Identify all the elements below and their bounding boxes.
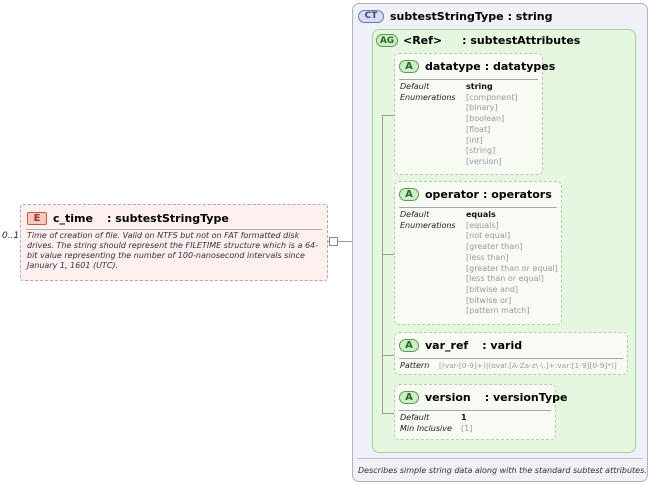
property-key: Default: [400, 210, 430, 219]
complex-type-documentation: Describes simple string data along with …: [358, 466, 647, 475]
complex-type-separator: [357, 458, 643, 459]
tree-branch-line: [382, 355, 394, 356]
attribute-property-keys: Default Min Inclusive: [400, 413, 452, 434]
enumeration-value: [binary]: [466, 103, 498, 113]
attribute-badge-icon: A: [399, 59, 419, 73]
attribute-name: operator: [425, 187, 479, 201]
property-key: Pattern: [400, 361, 430, 370]
enumeration-value: [greater than or equal]: [466, 263, 558, 273]
attribute-version-box[interactable]: A version : versionType Default Min Incl…: [394, 384, 567, 440]
tree-branch-line: [382, 413, 394, 414]
attribute-property-values: string [component] [binary] [boolean] [f…: [466, 82, 518, 168]
enumeration-value: [bitwise or]: [466, 295, 512, 305]
attribute-type: : varid: [482, 338, 523, 352]
element-doc-line: Time of creation of file. Valid on NTFS …: [27, 231, 300, 240]
attribute-header: A operator : operators: [399, 185, 552, 203]
attribute-name: datatype: [425, 59, 481, 73]
enumeration-value: [float]: [466, 124, 491, 134]
attribute-header: A datatype : datatypes: [399, 57, 555, 75]
attribute-group-header: AG <Ref> : subtestAttributes: [376, 33, 580, 48]
enumeration-value: [version]: [466, 156, 502, 166]
attribute-separator: [399, 358, 623, 359]
default-value: equals: [466, 210, 496, 219]
connector-line: [338, 241, 352, 242]
attribute-property-values: [(var-[0-9]+)|(oval:[A-Za-z\-\.]+:var:[1…: [439, 361, 617, 372]
attribute-separator: [399, 79, 538, 80]
attribute-separator: [399, 207, 557, 208]
element-type: : subtestStringType: [106, 211, 229, 225]
attribute-var-ref-box[interactable]: A var_ref : varid Pattern [(var-[0-9]+)|…: [394, 332, 628, 375]
enumeration-value: [not equal]: [466, 231, 511, 241]
attribute-datatype-box[interactable]: A datatype : datatypes Default Enumerati…: [394, 53, 555, 175]
tree-branch-line: [382, 254, 394, 255]
enumeration-value: [less than]: [466, 252, 509, 262]
attribute-type: : operators: [482, 187, 552, 201]
attribute-group-type: : subtestAttributes: [462, 34, 581, 47]
attribute-header: A version : versionType: [399, 388, 567, 406]
element-separator: [26, 229, 322, 230]
enumeration-value: [bitwise and]: [466, 284, 519, 294]
min-inclusive-value: [1]: [461, 423, 473, 433]
tree-branch-line: [382, 115, 394, 116]
property-key: Enumerations: [400, 220, 456, 230]
attribute-property-keys: Default Enumerations: [400, 210, 456, 231]
enumeration-value: [int]: [466, 135, 483, 145]
property-key: Enumerations: [400, 92, 456, 102]
enumeration-value: [equals]: [466, 220, 499, 230]
enumeration-value: [string]: [466, 146, 496, 156]
element-name: c_time: [53, 211, 93, 225]
expand-collapse-connector-icon[interactable]: [329, 237, 338, 246]
attribute-group-name: <Ref>: [403, 34, 443, 47]
attribute-name: version: [425, 390, 471, 404]
attribute-group-badge-icon: AG: [376, 34, 398, 47]
element-cardinality: 0..1: [2, 231, 20, 241]
element-header: E c_time : subtestStringType: [27, 210, 229, 226]
attribute-type: : datatypes: [484, 59, 556, 73]
attribute-property-values: equals [equals] [not equal] [greater tha…: [466, 210, 558, 317]
complex-type-badge-icon: CT: [358, 9, 384, 23]
property-key: Default: [400, 82, 430, 91]
enumeration-value: [less than or equal]: [466, 274, 544, 284]
attribute-badge-icon: A: [399, 390, 419, 404]
default-value: 1: [461, 413, 467, 422]
attribute-separator: [399, 410, 551, 411]
default-value: string: [466, 82, 493, 91]
attribute-badge-icon: A: [399, 338, 419, 352]
element-doc-line: January 1, 1601 (UTC).: [27, 261, 119, 270]
element-badge-icon: E: [27, 211, 47, 225]
element-doc-line: drives. The string should represent the …: [27, 241, 319, 250]
pattern-value: [(var-[0-9]+)|(oval:[A-Za-z\-\.]+:var:[1…: [439, 361, 617, 370]
tree-vertical-line: [382, 115, 383, 413]
complex-type-base: : string: [507, 9, 553, 23]
enumeration-value: [pattern match]: [466, 306, 530, 316]
attribute-property-keys: Pattern: [400, 361, 429, 372]
element-documentation: Time of creation of file. Valid on NTFS …: [27, 231, 323, 271]
enumeration-value: [component]: [466, 92, 518, 102]
element-doc-line: bit value representing the number of 100…: [27, 251, 305, 260]
attribute-property-values: 1 [1]: [461, 413, 472, 434]
enumeration-value: [greater than]: [466, 242, 523, 252]
attribute-name: var_ref: [425, 338, 469, 352]
attribute-type: : versionType: [484, 390, 568, 404]
property-key: Default: [400, 413, 430, 422]
complex-type-header: CT subtestStringType : string: [358, 8, 553, 24]
attribute-header: A var_ref : varid: [399, 336, 522, 354]
attribute-property-keys: Default Enumerations: [400, 82, 456, 103]
property-key: Min Inclusive: [400, 423, 452, 433]
enumeration-value: [boolean]: [466, 114, 505, 124]
element-c-time-box[interactable]: E c_time : subtestStringType Time of cre…: [20, 204, 328, 281]
attribute-operator-box[interactable]: A operator : operators Default Enumerati…: [394, 181, 562, 325]
complex-type-name: subtestStringType: [390, 9, 504, 23]
attribute-badge-icon: A: [399, 187, 419, 201]
